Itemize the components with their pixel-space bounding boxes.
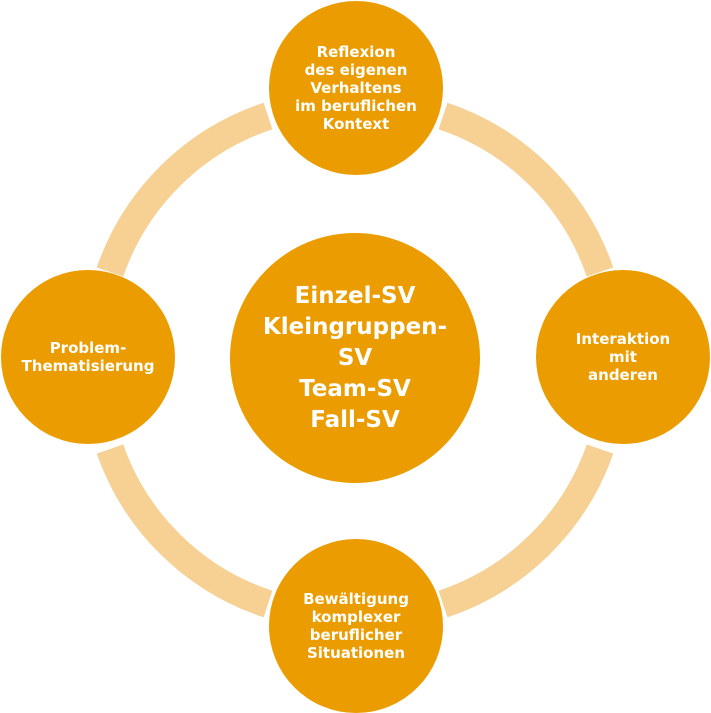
node-reflection-line-4: im beruflichen — [295, 97, 417, 115]
node-coping-line-2: komplexer — [311, 608, 401, 626]
arc-top-right — [438, 102, 614, 277]
node-problem-line-1: Problem- — [49, 339, 127, 357]
arc-bottom-right — [438, 444, 614, 618]
node-interaction-line-1: Interaktion — [575, 330, 671, 348]
center-line-3: SV — [337, 344, 373, 371]
center-line-5: Fall-SV — [310, 406, 400, 433]
node-coping-line-4: Situationen — [306, 644, 406, 662]
node-center-formats: Einzel-SV Kleingruppen- SV Team-SV Fall-… — [230, 233, 480, 483]
node-reflection-line-1: Reflexion — [316, 43, 396, 61]
node-interaction-line-2: mit — [609, 348, 637, 366]
node-interaction: Interaktion mit anderen — [536, 270, 710, 444]
node-reflection-line-3: Verhaltens — [310, 79, 402, 97]
arc-top-left — [96, 102, 273, 277]
node-interaction-line-3: anderen — [588, 366, 658, 384]
center-line-4: Team-SV — [299, 375, 411, 402]
center-line-2: Kleingruppen- — [262, 313, 448, 340]
node-coping-line-3: beruflicher — [309, 626, 403, 644]
node-problem: Problem- Thematisierung — [1, 270, 175, 444]
arc-bottom-left — [96, 444, 273, 618]
node-reflection: Reflexion des eigenen Verhaltens im beru… — [269, 1, 443, 175]
node-problem-line-2: Thematisierung — [21, 357, 155, 375]
node-coping-line-1: Bewältigung — [303, 590, 409, 608]
node-reflection-line-5: Kontext — [322, 115, 390, 133]
center-line-1: Einzel-SV — [294, 282, 416, 309]
node-reflection-line-2: des eigenen — [304, 61, 408, 79]
node-coping: Bewältigung komplexer beruflicher Situat… — [269, 539, 443, 713]
